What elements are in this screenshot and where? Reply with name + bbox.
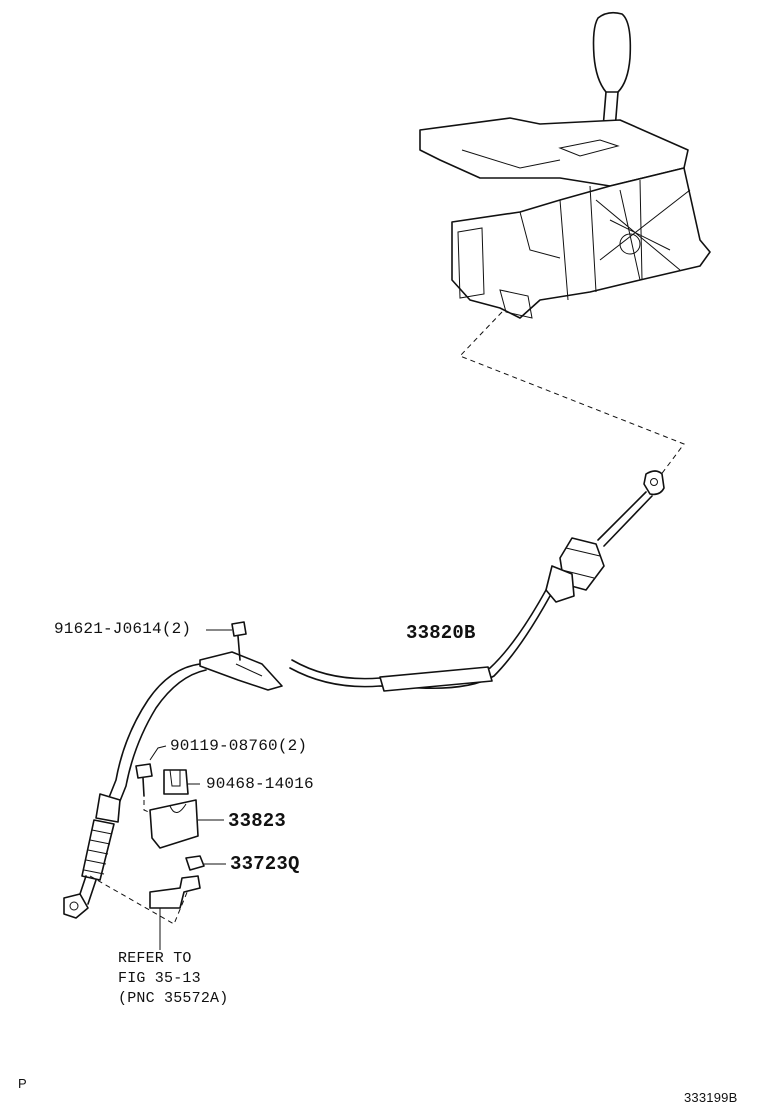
callout-bolt: 91621-J0614(2) — [54, 620, 192, 638]
shift-lever-assembly — [419, 11, 711, 319]
figure-number: 333199B — [684, 1090, 738, 1105]
shift-cable — [63, 470, 665, 919]
callout-cable: 33820B — [406, 622, 476, 644]
callout-nut: 33723Q — [230, 853, 300, 875]
bracket-part — [149, 799, 224, 849]
callout-bracket: 33823 — [228, 810, 287, 832]
clip-part — [163, 769, 200, 795]
corner-letter: P — [18, 1076, 27, 1091]
bolt-part — [206, 621, 247, 661]
support-bracket — [89, 875, 201, 950]
screw-part — [135, 745, 167, 817]
reference-note-line-3: (PNC 35572A) — [118, 990, 229, 1007]
leader-assembly-to-cable — [459, 311, 685, 477]
reference-note-line-1: REFER TO — [118, 950, 192, 967]
callout-clip: 90468-14016 — [206, 775, 314, 793]
callout-screw: 90119-08760(2) — [170, 737, 308, 755]
nut-part — [185, 855, 226, 871]
reference-note-line-2: FIG 35-13 — [118, 970, 201, 987]
